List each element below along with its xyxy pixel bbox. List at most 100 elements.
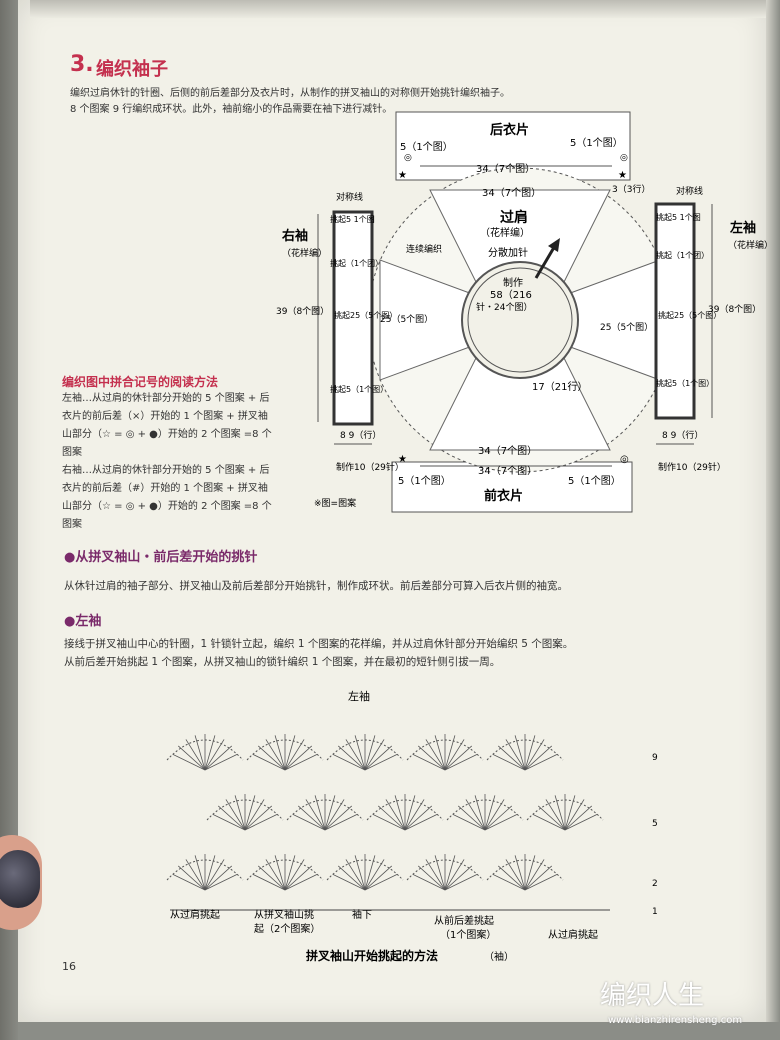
fan-stitch bbox=[324, 805, 353, 831]
fan-stitch bbox=[364, 873, 398, 891]
circle-marker-icon: ◎ bbox=[620, 454, 629, 465]
section2-text-1: 接线于拼叉袖山中心的针圈，1 针锁针立起，编织 1 个图案的花样编，并从过肩休针… bbox=[64, 638, 574, 650]
fan-stitch bbox=[537, 805, 566, 831]
sym-line-right: 对称线 bbox=[336, 191, 363, 203]
fan-stitch bbox=[252, 873, 286, 891]
fan-stitch bbox=[332, 753, 366, 771]
fan-stitch bbox=[492, 753, 526, 771]
fan-stitch bbox=[345, 739, 366, 771]
label-from-sleeve-cap: 从拼叉袖山挑 bbox=[254, 908, 314, 921]
fan-stitch bbox=[354, 855, 366, 891]
label-front-back-diff-2: （1个图案） bbox=[440, 928, 496, 941]
front-34: 34（7个图） bbox=[478, 465, 537, 477]
fan-stitch bbox=[364, 865, 393, 891]
circle-marker-icon: ◎ bbox=[404, 153, 412, 163]
fan-stitch bbox=[505, 739, 526, 771]
petal-25-right: 25（5个图） bbox=[600, 322, 653, 333]
fan-arc bbox=[326, 859, 404, 881]
fan-stitch bbox=[465, 799, 486, 831]
fan-stitch bbox=[284, 873, 318, 891]
fan-stitch bbox=[364, 859, 385, 891]
yoke-title: 过肩 bbox=[500, 209, 528, 226]
yoke-34-bottom: 34（7个图） bbox=[478, 445, 537, 457]
fan-arc bbox=[406, 859, 484, 881]
fan-stitch bbox=[532, 813, 566, 831]
section1-text: 从休针过肩的袖子部分、拼叉袖山及前后差部分开始挑针，制作成环状。前后差部分可算入… bbox=[64, 580, 568, 592]
fan-stitch bbox=[444, 753, 478, 771]
fan-stitch bbox=[564, 813, 598, 831]
fan-stitch bbox=[514, 735, 526, 771]
three-rows: 3（3行） bbox=[612, 183, 650, 195]
fan-stitch bbox=[484, 799, 505, 831]
fan-stitch bbox=[297, 805, 326, 831]
note-line: 右袖…从过肩的休针部分开始的 5 个图案 + 后 bbox=[62, 465, 270, 476]
fan-stitch bbox=[554, 795, 566, 831]
fan-stitch bbox=[194, 735, 206, 771]
petal-25-left: 25（5个图） bbox=[380, 314, 433, 325]
fan-stitch bbox=[484, 813, 518, 831]
back-5-right: 5（1个图） bbox=[570, 137, 623, 149]
fan-stitch bbox=[212, 813, 246, 831]
front-panel-label: 前衣片 bbox=[484, 488, 523, 504]
fan-stitch bbox=[394, 795, 406, 831]
fan-stitch bbox=[385, 799, 406, 831]
fan-stitch bbox=[257, 865, 286, 891]
left-pick-5-top: 挑起5 1个图 bbox=[656, 212, 701, 222]
fan-arc bbox=[286, 799, 364, 821]
fan-stitch bbox=[257, 745, 286, 771]
chart-caption: 拼叉袖山开始挑起的方法 bbox=[306, 948, 438, 963]
label-from-yoke-right: 从过肩挑起 bbox=[548, 928, 598, 941]
fan-stitch bbox=[172, 873, 206, 891]
fan-stitch bbox=[354, 735, 366, 771]
spread-arrow bbox=[534, 243, 558, 279]
right-pick-25: 挑起25（5个图） bbox=[334, 310, 397, 320]
left-pick-25: 挑起25（5个图） bbox=[658, 310, 721, 320]
section2-text-2: 从前后差开始挑起 1 个图案，从拼叉袖山的锁针编织 1 个图案，并在最初的短针侧… bbox=[64, 656, 501, 668]
fan-stitch bbox=[177, 745, 206, 771]
fan-stitch bbox=[404, 805, 433, 831]
fan-arc bbox=[206, 799, 284, 821]
label-underarm: 袖下 bbox=[352, 908, 372, 921]
front-5-right: 5（1个图） bbox=[568, 475, 621, 487]
fan-stitch bbox=[225, 799, 246, 831]
fan-stitch bbox=[372, 813, 406, 831]
sym-line-left: 对称线 bbox=[676, 185, 703, 197]
page-number: 16 bbox=[62, 960, 76, 973]
label-from-yoke-left: 从过肩挑起 bbox=[170, 908, 220, 921]
fan-stitch bbox=[514, 855, 526, 891]
fan-stitch bbox=[564, 799, 585, 831]
row-label-1: 1 bbox=[652, 907, 658, 917]
fan-arc bbox=[526, 799, 604, 821]
fan-stitch bbox=[457, 805, 486, 831]
yoke-34-top: 34（7个图） bbox=[482, 187, 541, 199]
fan-stitch bbox=[244, 813, 278, 831]
right-width-89: 8 9（行） bbox=[340, 429, 381, 441]
fan-stitch bbox=[204, 859, 225, 891]
front-5-left: 5（1个图） bbox=[398, 475, 451, 487]
intro-line-2: 8 个图案 9 行编织成环状。此外，袖前缩小的作品需要在袖下进行减针。 bbox=[70, 104, 393, 115]
chart-title: 左袖 bbox=[348, 689, 370, 703]
circle-marker-icon: ◎ bbox=[620, 153, 628, 163]
fan-stitch bbox=[425, 859, 446, 891]
neck-make-count: 58（216 bbox=[490, 289, 532, 301]
fan-stitch bbox=[204, 753, 238, 771]
fan-stitch bbox=[417, 865, 446, 891]
fan-stitch bbox=[244, 799, 265, 831]
fan-stitch bbox=[364, 745, 393, 771]
right-sleeve-panel bbox=[332, 210, 374, 426]
fan-stitch bbox=[265, 739, 286, 771]
right-make-10: 制作10（29针） bbox=[336, 461, 404, 473]
label-from-sleeve-cap-2: 起（2个图案） bbox=[254, 922, 320, 935]
back-34: 34（7个图） bbox=[476, 163, 535, 175]
fan-stitch bbox=[505, 859, 526, 891]
fan-stitch bbox=[417, 745, 446, 771]
right-pick-1: 挑起（1个团） bbox=[330, 258, 383, 268]
back-panel-label: 后衣片 bbox=[490, 122, 529, 138]
left-len-39: 39（8个图） bbox=[708, 304, 761, 315]
fan-stitch bbox=[444, 745, 473, 771]
watermark-url: www.bianzhirensheng.com bbox=[608, 1015, 743, 1026]
right-len-39: 39（8个图） bbox=[276, 306, 329, 317]
fan-stitch bbox=[474, 795, 486, 831]
stitch-pattern bbox=[166, 734, 604, 891]
fan-arc bbox=[366, 799, 444, 821]
